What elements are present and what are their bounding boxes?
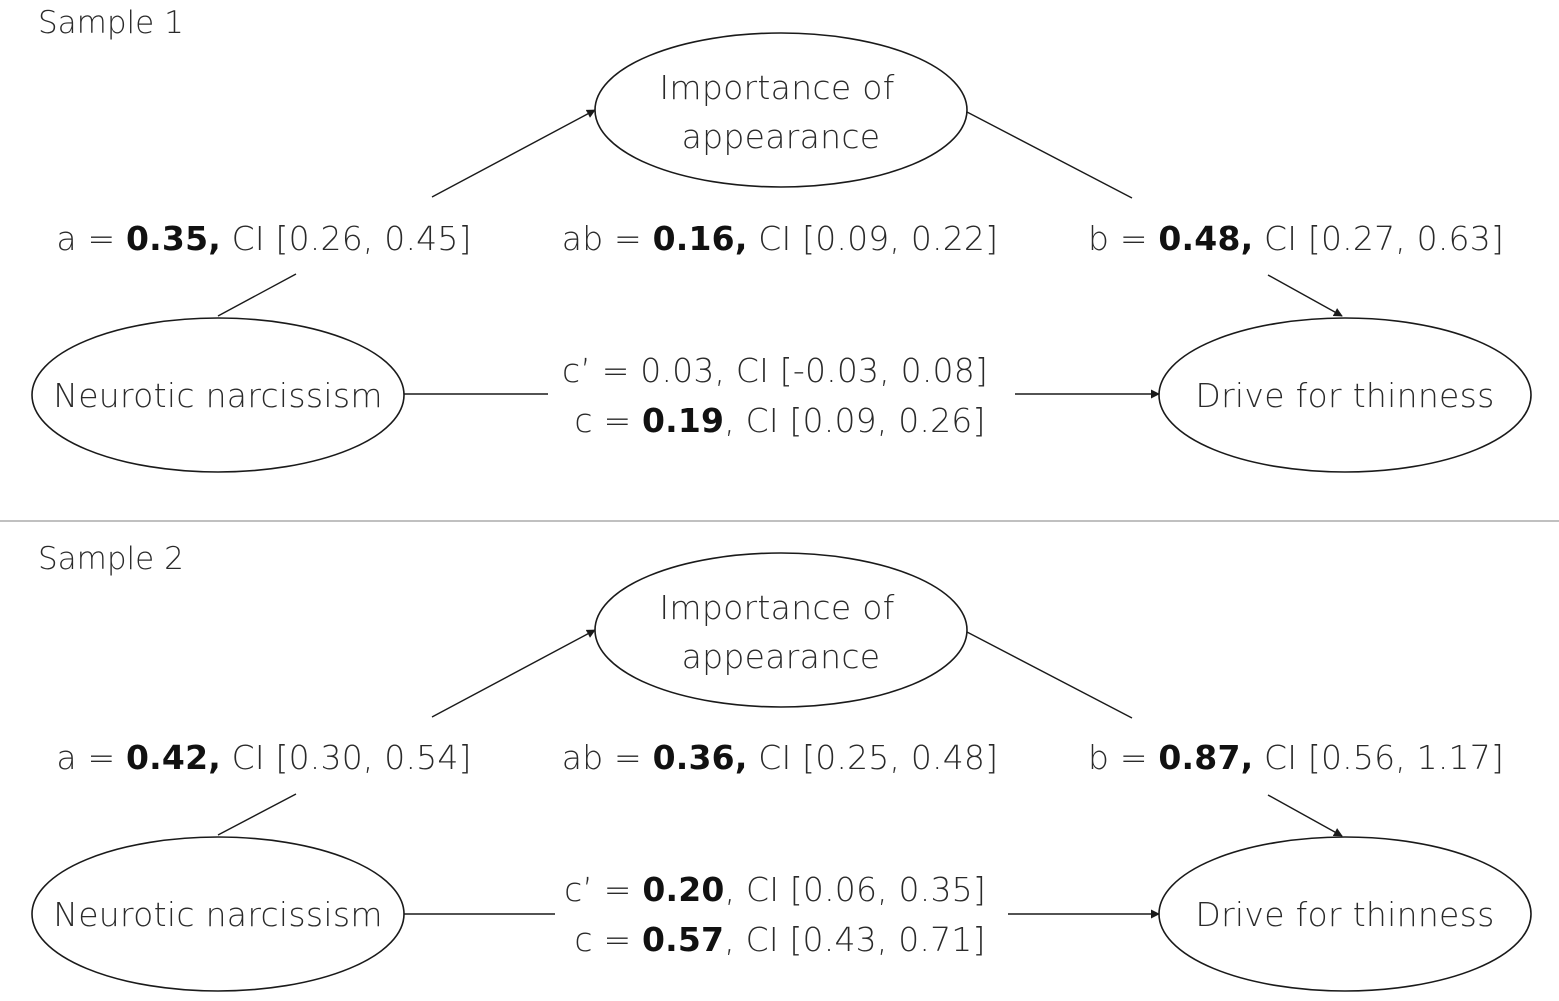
sample-2-path-b-arrow xyxy=(1267,794,1343,837)
sample-2-path-ab-label: ab = 0.36, CI [0.25, 0.48] xyxy=(562,738,998,777)
sample-2-mediator-node xyxy=(594,552,968,708)
sample-1-path-b-arrow xyxy=(1267,274,1343,317)
sample-1-path-ab-label: ab = 0.16, CI [0.09, 0.22] xyxy=(562,219,998,258)
sample-2-outcome-label: Drive for thinness xyxy=(1195,895,1494,934)
sample-2-path-b-upper xyxy=(966,631,1133,719)
sample-2-path-c-prime-label: c’ = 0.20, CI [0.06, 0.35] xyxy=(564,870,986,909)
sample-2-path-a-label: a = 0.42, CI [0.30, 0.54] xyxy=(56,738,471,777)
sample-2-mediator-label-line2: appearance xyxy=(682,637,881,676)
sample-1-panel: Sample 1 Importance of appearance Neurot… xyxy=(31,5,1532,473)
sample-1-title: Sample 1 xyxy=(38,5,184,41)
sample-2-title: Sample 2 xyxy=(38,541,184,577)
sample-2-mediator-label-line1: Importance of xyxy=(659,588,894,627)
sample-1-path-c-label: c = 0.19, CI [0.09, 0.26] xyxy=(574,401,985,440)
sample-2-path-a-arrow xyxy=(431,629,596,718)
sample-2-path-b-label: b = 0.87, CI [0.56, 1.17] xyxy=(1088,738,1504,777)
sample-2-path-a-lower xyxy=(217,793,297,836)
sample-1-path-a-lower xyxy=(217,273,297,317)
sample-2-panel: Sample 2 Importance of appearance Neurot… xyxy=(31,541,1532,992)
sample-1-mediator-node xyxy=(594,32,968,188)
sample-1-predictor-node xyxy=(31,317,405,473)
sample-1-path-c-prime-label: c’ = 0.03, CI [-0.03, 0.08] xyxy=(562,351,988,390)
sample-1-path-b-label: b = 0.48, CI [0.27, 0.63] xyxy=(1088,219,1504,258)
sample-1-mediator-label-line2: appearance xyxy=(682,117,881,156)
sample-1-path-a-arrow xyxy=(431,109,596,198)
sample-1-path-a-label: a = 0.35, CI [0.26, 0.45] xyxy=(56,219,471,258)
sample-1-path-b-upper xyxy=(966,111,1133,199)
sample-1-outcome-label: Drive for thinness xyxy=(1195,376,1494,415)
sample-2-path-c-label: c = 0.57, CI [0.43, 0.71] xyxy=(574,920,985,959)
sample-1-mediator-label-line1: Importance of xyxy=(659,68,894,107)
sample-1-predictor-label: Neurotic narcissism xyxy=(53,376,383,415)
sample-2-predictor-label: Neurotic narcissism xyxy=(53,895,383,934)
